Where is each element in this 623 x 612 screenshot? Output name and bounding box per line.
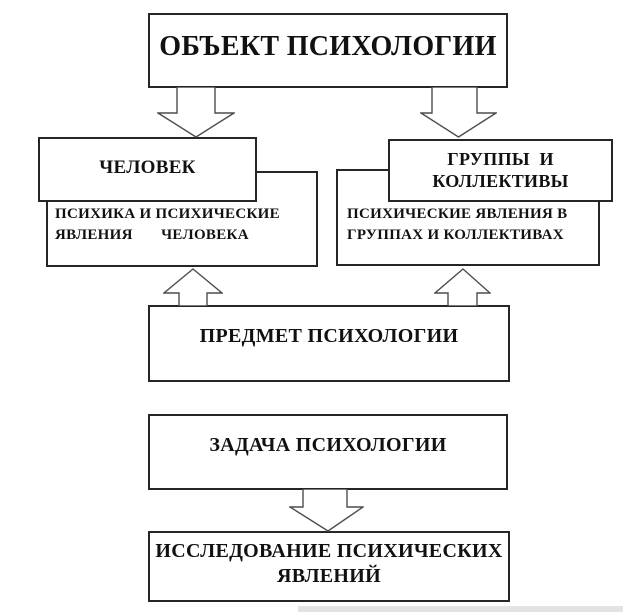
chelovek-box: ЧЕЛОВЕК (38, 137, 257, 202)
object-psychology-box: ОБЪЕКТ ПСИХОЛОГИИ (148, 13, 508, 88)
predmet-psychology-box: ПРЕДМЕТ ПСИХОЛОГИИ (148, 305, 510, 382)
zadacha-psychology-box: ЗАДАЧА ПСИХОЛОГИИ (148, 414, 508, 490)
groups-collectives-line2: КОЛЛЕКТИВЫ (432, 170, 569, 191)
psychic-phenomena-groups-line1: ПСИХИЧЕСКИЕ ЯВЛЕНИЯ В (347, 206, 568, 222)
block-arrow-up-icon (163, 268, 223, 306)
object-psychology-label: ОБЪЕКТ ПСИХОЛОГИИ (159, 31, 497, 62)
groups-collectives-line1: ГРУППЫ И (447, 148, 554, 169)
research-psychic-phenomena-box: ИССЛЕДОВАНИЕ ПСИХИЧЕСКИХ ЯВЛЕНИЙ (148, 531, 510, 602)
horizontal-scrollbar[interactable] (298, 606, 623, 612)
block-arrow-down-icon (157, 87, 235, 138)
research-psychic-phenomena-line1: ИССЛЕДОВАНИЕ ПСИХИЧЕСКИХ (155, 539, 503, 562)
block-arrow-down-icon (289, 489, 364, 532)
groups-collectives-box: ГРУППЫ И КОЛЛЕКТИВЫ (388, 139, 613, 202)
psyche-phenomena-person-line1: ПСИХИКА И ПСИХИЧЕСКИЕ (55, 206, 280, 222)
predmet-psychology-label: ПРЕДМЕТ ПСИХОЛОГИИ (199, 325, 459, 347)
zadacha-psychology-label: ЗАДАЧА ПСИХОЛОГИИ (209, 433, 447, 456)
psychic-phenomena-groups-line2: ГРУППАХ И КОЛЛЕКТИВАХ (347, 227, 564, 243)
block-arrow-up-icon (434, 268, 491, 306)
block-arrow-down-icon (420, 87, 497, 138)
research-psychic-phenomena-line2: ЯВЛЕНИЙ (276, 564, 382, 587)
chelovek-label: ЧЕЛОВЕК (99, 156, 196, 178)
psyche-phenomena-person-line2: ЯВЛЕНИЯ ЧЕЛОВЕКА (55, 227, 249, 243)
